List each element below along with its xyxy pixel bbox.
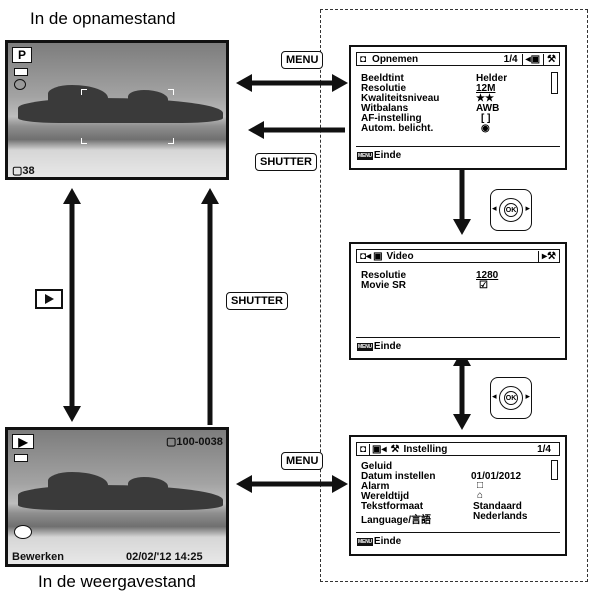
battery-icon (14, 454, 28, 462)
menu-item[interactable]: Movie SR (361, 280, 407, 291)
menu-value: ★★ (476, 93, 494, 104)
menu-video-header: ◘◂ ▣ Video ▸⚒ (356, 249, 560, 263)
menu-item[interactable]: Datum instellen (361, 471, 436, 482)
menu-item[interactable]: Alarm (361, 481, 390, 492)
menu-value: Helder (476, 73, 508, 84)
menu-value: ☑ (479, 280, 488, 291)
playback-screen: ▶ ▢100-0038 Bewerken 02/02/'12 14:25 (5, 427, 229, 567)
edit-label: Bewerken (12, 551, 64, 563)
tab-instelling[interactable]: Instelling (403, 443, 448, 455)
caption-playback-mode: In de weergavestand (38, 572, 196, 591)
menu-key-top[interactable]: MENU (281, 51, 324, 69)
ae-icon: ◉ (481, 123, 490, 134)
menu-item[interactable]: Geluid (361, 461, 393, 472)
menu-item[interactable]: Resolutie (361, 83, 407, 94)
menu-setting: ◘ ▣◂ ⚒ Instelling 1/4 Geluid Datum inste… (349, 435, 567, 556)
menu-key-icon: MENU (357, 342, 373, 351)
menu-key-bottom[interactable]: MENU (281, 452, 324, 470)
face-detect-icon (14, 79, 26, 90)
menu-region-border (319, 9, 588, 582)
shutter-key-middle[interactable]: SHUTTER (226, 292, 288, 310)
af-icon: [ ] (481, 113, 491, 124)
scrollbar[interactable] (551, 460, 558, 480)
video-icon: ▣ (373, 250, 383, 262)
ok-label: OK (504, 391, 518, 405)
menu-key-icon: MENU (357, 151, 373, 160)
menu-value: 12M (476, 83, 496, 94)
menu-value: Standaard (473, 501, 522, 512)
menu-value: AWB (476, 103, 500, 114)
mode-badge: P (12, 47, 32, 63)
camera-icon[interactable]: ◘◂ (360, 250, 372, 262)
page-indicator: 1/4 (537, 443, 551, 455)
playback-badge: ▶ (12, 434, 34, 449)
tab-opnemen[interactable]: Opnemen (372, 53, 419, 65)
ok-button-2[interactable]: OK ◂ ▸ (490, 377, 532, 419)
wrench-icon: ⚒ (390, 443, 400, 455)
battery-icon (14, 68, 28, 76)
scrollbar[interactable] (551, 72, 558, 94)
camera-icon[interactable]: ◘ (360, 443, 371, 455)
menu-key-icon: MENU (357, 537, 373, 546)
menu-value: Nederlands (473, 511, 528, 522)
frames-remaining: ▢38 (12, 165, 35, 177)
menu-value: ⌂ (477, 490, 484, 501)
menu-item[interactable]: Wereldtijd (361, 491, 410, 502)
menu-item[interactable]: AF-instelling (361, 113, 422, 124)
menu-shooting-header: ◘ Opnemen 1/4 ◂▣ ⚒ (356, 52, 560, 66)
play-icon (45, 294, 54, 304)
wrench-icon[interactable]: ▸⚒ (538, 250, 559, 262)
menu-shooting: ◘ Opnemen 1/4 ◂▣ ⚒ Beeldtint Helder Reso… (349, 45, 567, 170)
shooting-screen: P ▢38 (5, 40, 229, 180)
ok-label: OK (504, 203, 518, 217)
menu-value: □ (477, 480, 484, 491)
wrench-icon[interactable]: ⚒ (543, 53, 559, 65)
tab-video[interactable]: Video (386, 250, 414, 262)
menu-setting-header: ◘ ▣◂ ⚒ Instelling 1/4 (356, 442, 560, 456)
menu-value: 01/01/2012 (471, 471, 522, 482)
play-button[interactable] (35, 289, 63, 309)
video-tab-icon[interactable]: ◂▣ (521, 53, 543, 65)
menu-item[interactable]: Witbalans (361, 103, 409, 114)
menu-item[interactable]: Beeldtint (361, 73, 404, 84)
date-time: 02/02/'12 14:25 (126, 551, 203, 563)
file-number: ▢100-0038 (166, 436, 223, 448)
caption-shooting-mode: In de opnamestand (30, 9, 176, 28)
menu-item[interactable]: Resolutie (361, 270, 407, 281)
menu-value: 1280 (476, 270, 499, 281)
page-indicator: 1/4 (503, 53, 518, 65)
menu-item[interactable]: Language/言語 (361, 515, 432, 526)
edit-icon (14, 525, 32, 539)
menu-item[interactable]: Autom. belicht. (361, 123, 434, 134)
video-icon[interactable]: ▣◂ (372, 443, 387, 455)
shutter-key-top[interactable]: SHUTTER (255, 153, 317, 171)
ok-button-1[interactable]: OK ◂ ▸ (490, 189, 532, 231)
menu-item[interactable]: Tekstformaat (361, 501, 424, 512)
menu-video: ◘◂ ▣ Video ▸⚒ Resolutie 1280 Movie SR ☑ … (349, 242, 567, 360)
menu-item[interactable]: Kwaliteitsniveau (361, 93, 440, 104)
camera-icon: ◘ (360, 53, 367, 65)
